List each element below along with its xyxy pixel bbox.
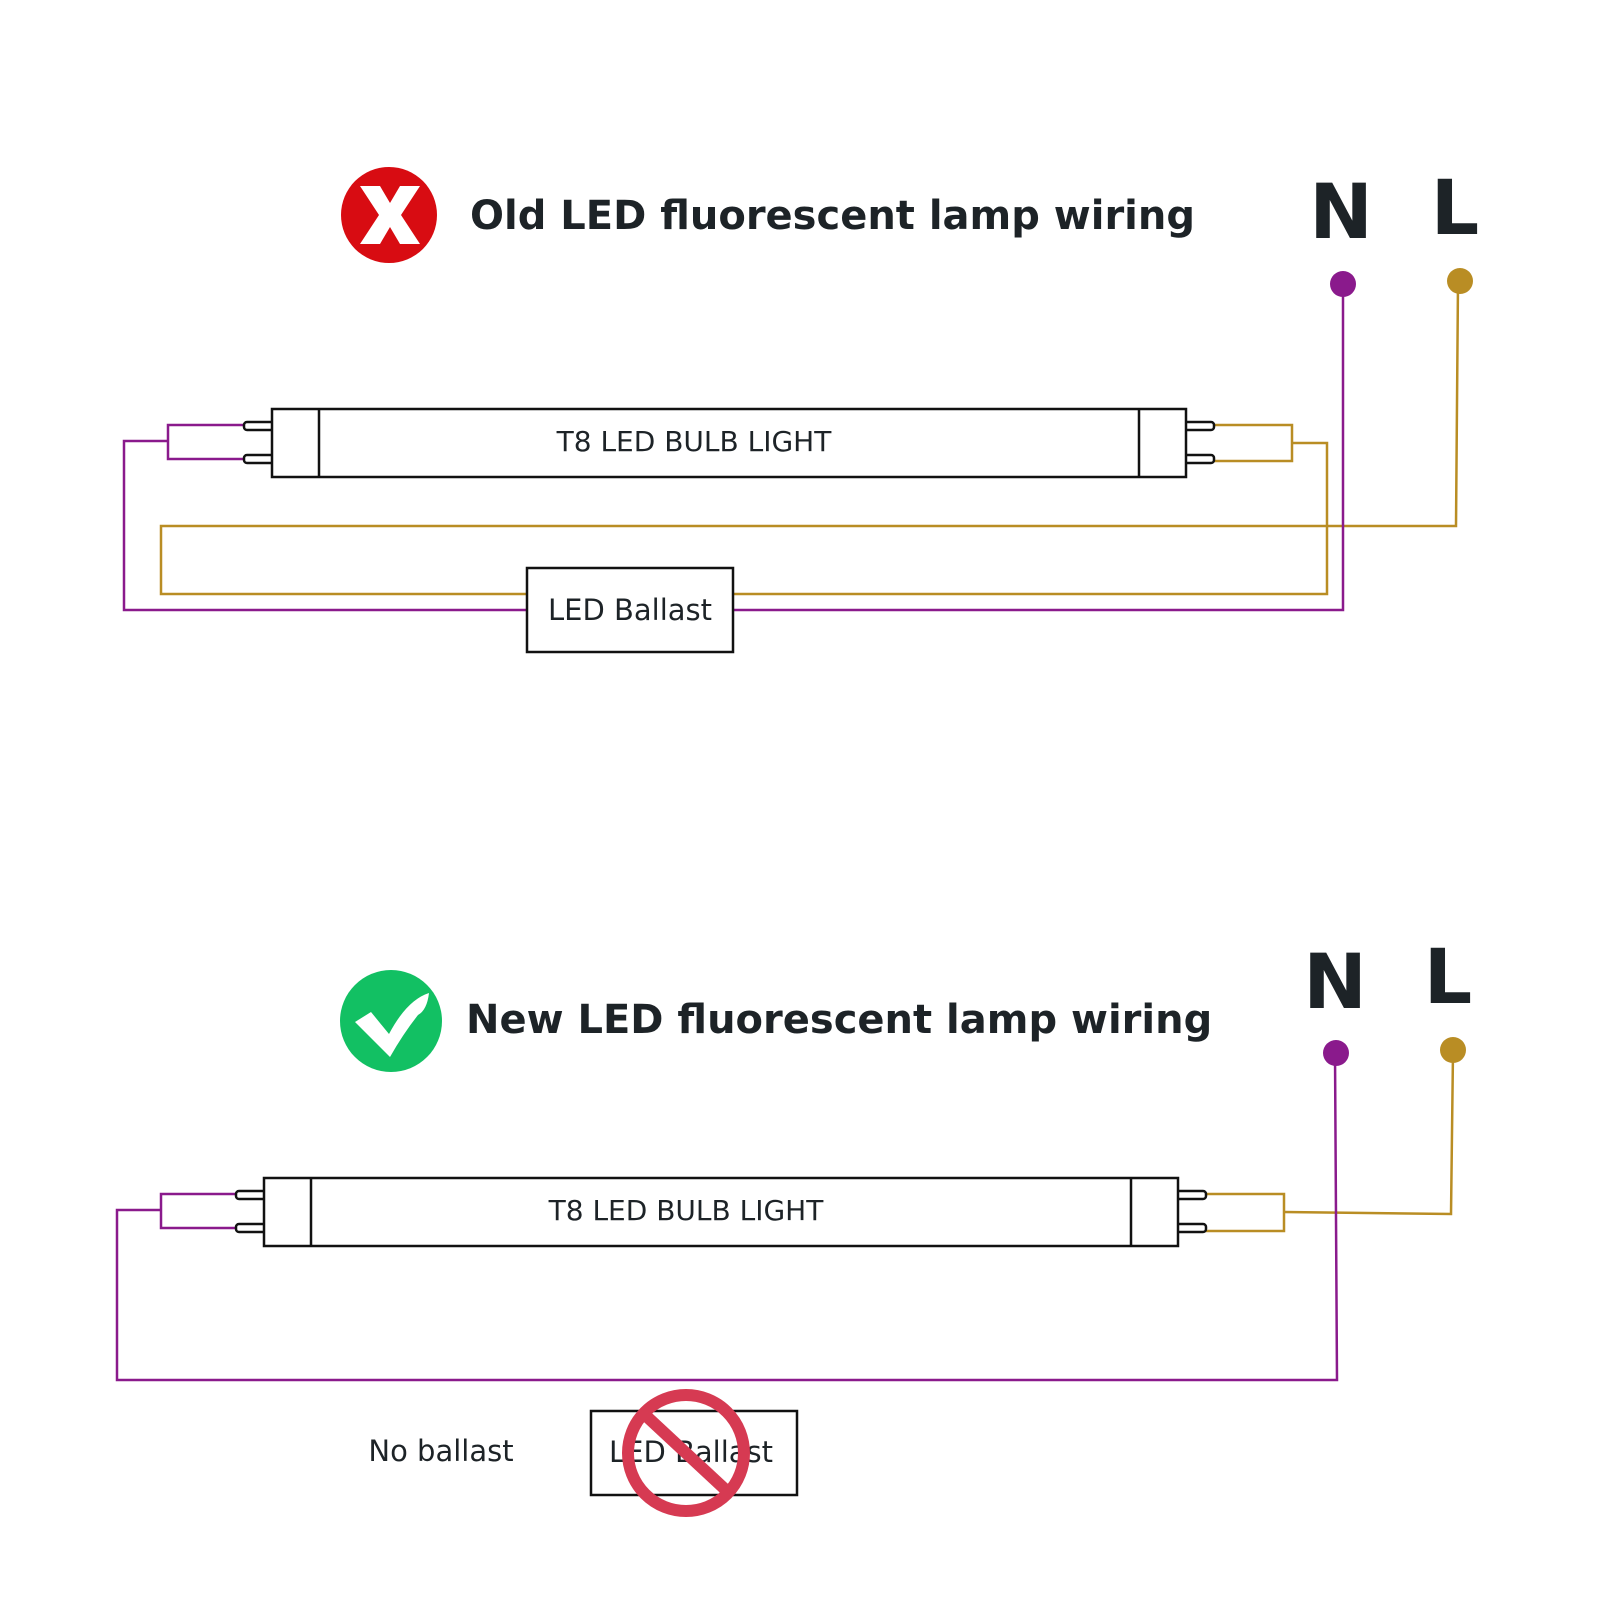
old-bulb-tube	[270, 407, 1188, 479]
old-right-pin-top	[1182, 420, 1216, 432]
old-left-pin-loop-wire	[166, 423, 246, 461]
error-badge	[341, 167, 437, 263]
new-t8-bulb: T8 LED BULB LIGHT	[234, 1176, 1208, 1248]
new-right-pin-top	[1174, 1189, 1208, 1201]
x-mark-icon	[360, 186, 420, 244]
new-right-pin-loop-wire	[1205, 1192, 1286, 1233]
old-ballast-box	[525, 566, 735, 654]
new-live-terminal-dot	[1440, 1037, 1466, 1063]
new-left-pin-bottom	[234, 1222, 268, 1234]
old-right-pin-bottom	[1182, 453, 1216, 465]
old-live-ballast-to-bulb-wire	[732, 441, 1329, 596]
new-bulb-tube	[262, 1176, 1180, 1248]
ok-badge-circle	[340, 970, 442, 1072]
no-entry-ring	[622, 1389, 750, 1517]
new-neutral-terminal-dot	[1323, 1040, 1349, 1066]
new-live-feed-wire	[1283, 1051, 1455, 1216]
old-bulb-label: T8 LED BULB LIGHT	[556, 425, 833, 458]
new-right-pin-bottom	[1174, 1222, 1208, 1234]
old-live-terminal-label: L	[1431, 163, 1479, 252]
old-neutral-ballast-to-bulb-wire	[122, 439, 526, 612]
new-neutral-feed-wire	[115, 1053, 1339, 1382]
new-bulb-label: T8 LED BULB LIGHT	[548, 1194, 825, 1227]
new-wiring-title: New LED fluorescent lamp wiring	[466, 997, 1212, 1043]
no-ballast-label: No ballast	[368, 1434, 513, 1468]
old-t8-bulb: T8 LED BULB LIGHT	[242, 407, 1216, 479]
no-entry-slash	[638, 1408, 734, 1498]
old-right-pin-loop-wire	[1213, 423, 1294, 463]
new-wiring-diagram: New LED fluorescent lamp wiring N L T8 L…	[115, 932, 1472, 1517]
crossed-out-led-ballast: LED Ballast	[589, 1389, 799, 1517]
new-left-pin-top	[234, 1189, 268, 1201]
new-live-terminal-label: L	[1424, 932, 1472, 1021]
old-wiring-diagram: Old LED fluorescent lamp wiring N L T8 L…	[122, 163, 1479, 654]
old-live-terminal-dot	[1447, 268, 1473, 294]
ok-badge	[340, 970, 442, 1072]
new-left-pin-loop-wire	[159, 1192, 238, 1230]
old-neutral-terminal-dot	[1330, 271, 1356, 297]
old-left-pin-bottom	[242, 453, 276, 465]
old-neutral-feed-wire	[732, 285, 1345, 612]
no-entry-icon	[622, 1389, 750, 1517]
old-wiring-title: Old LED fluorescent lamp wiring	[470, 193, 1195, 239]
old-left-pin-top	[242, 420, 276, 432]
new-neutral-terminal-label: N	[1303, 937, 1367, 1026]
old-neutral-terminal-label: N	[1309, 167, 1373, 256]
old-led-ballast: LED Ballast	[525, 566, 735, 654]
old-ballast-label: LED Ballast	[548, 593, 712, 627]
old-live-feed-wire	[159, 281, 1460, 596]
check-mark-icon	[355, 993, 429, 1057]
